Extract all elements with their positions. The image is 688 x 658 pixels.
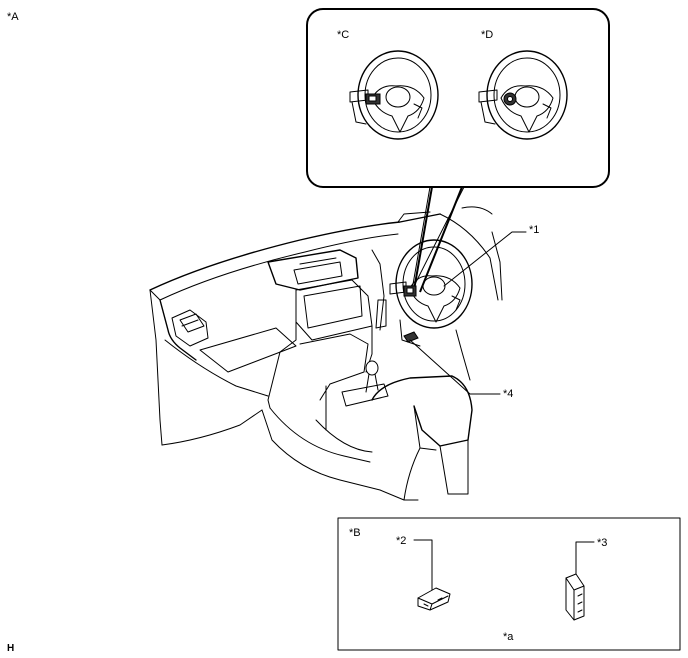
callout-4-label: *4 <box>503 388 514 400</box>
under-dash-component <box>403 331 419 343</box>
corner-mark: H <box>7 643 15 654</box>
caption-a-label: *a <box>503 631 514 643</box>
view-label-lhd: *C <box>337 29 350 41</box>
part-2-module <box>413 539 451 611</box>
view-label-main: *A <box>7 11 19 23</box>
steering-wheel-rhd-illustration <box>478 50 568 140</box>
steering-wheel-lhd-illustration <box>349 50 439 140</box>
callout-1-label: *1 <box>529 224 540 236</box>
leader-lines <box>409 231 527 395</box>
steering-wheel-main <box>389 239 473 329</box>
vehicle-interior-illustration <box>149 206 503 501</box>
view-label-rhd: *D <box>481 29 494 41</box>
callout-3-label: *3 <box>597 537 608 549</box>
view-label-parts: *B <box>349 527 361 539</box>
part-3-module <box>565 541 595 621</box>
steering-wheel-inset <box>306 8 610 293</box>
parts-inset <box>337 517 681 651</box>
callout-2-label: *2 <box>396 535 407 547</box>
